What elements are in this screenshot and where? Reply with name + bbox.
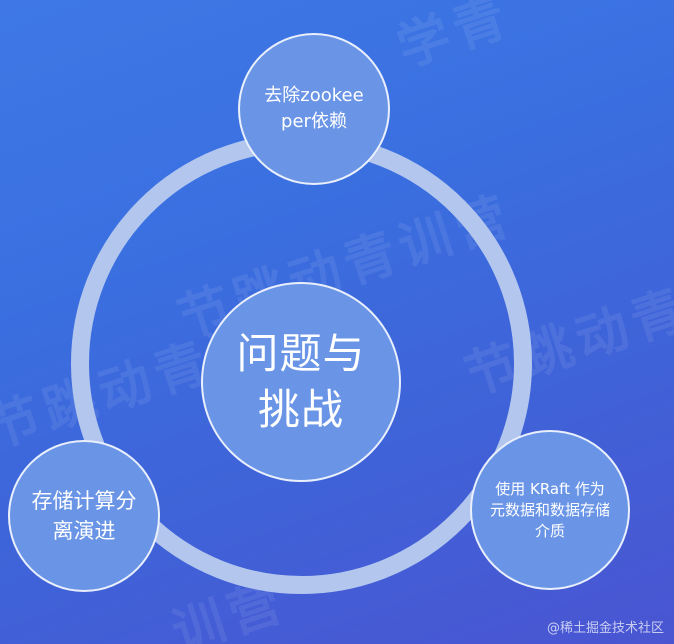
node-label: 使用 KRaft 作为元数据和数据存储介质 [489, 479, 610, 540]
node-label: 存储计算分离演进 [31, 489, 137, 543]
node-kraft-metadata-storage: 使用 KRaft 作为元数据和数据存储介质 [470, 430, 630, 590]
node-center-problems-challenges: 问题与挑战 [201, 282, 401, 482]
site-credit: @稀土掘金技术社区 [546, 621, 664, 636]
node-remove-zookeeper: 去除zookeeper依赖 [238, 33, 390, 185]
node-storage-compute-separation: 存储计算分离演进 [8, 440, 160, 592]
center-label: 问题与挑战 [236, 329, 366, 434]
watermark-text: 学青 [390, 0, 520, 80]
node-label: 去除zookeeper依赖 [264, 85, 364, 132]
